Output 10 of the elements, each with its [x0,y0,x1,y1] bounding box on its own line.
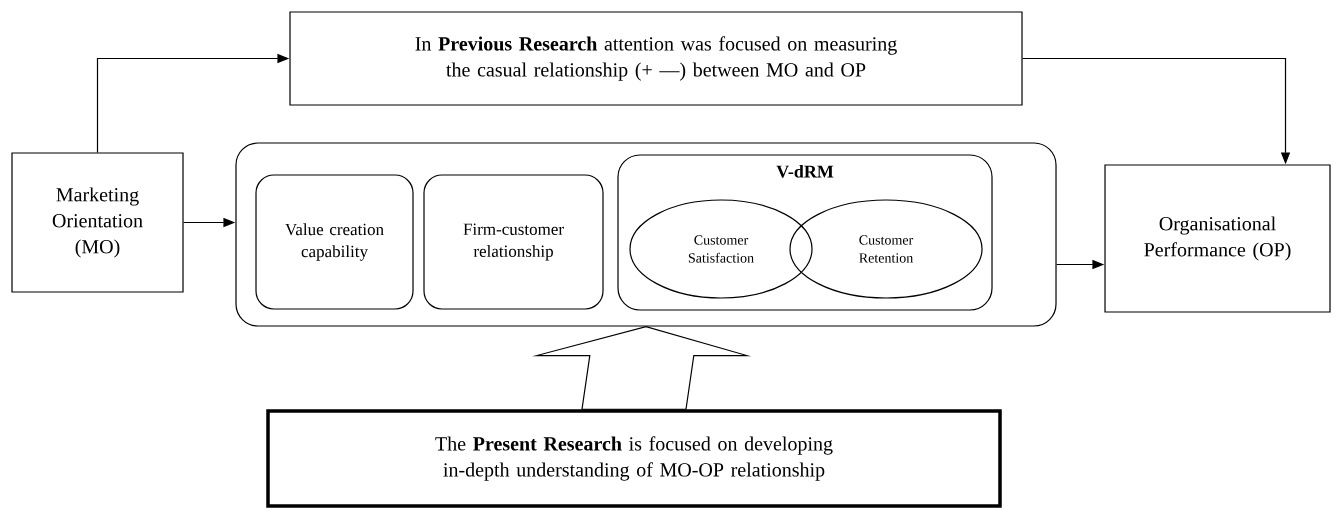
process-box: Organisational Performance (OP) [1104,164,1331,313]
ellipse-node: Customer Satisfaction [629,199,813,299]
process-box: Firm-customer relationship [423,174,604,310]
process-box: Marketing Orientation (MO) [11,152,184,293]
ellipse-node: Customer Retention [789,199,983,299]
block-arrow [532,325,752,410]
process-box: In Previous Research attention was focused on measuring the casual relationship (+ —) between MO and OP [289,11,1023,106]
process-box: Value creation capability [255,174,414,310]
group-box [235,142,1057,327]
process-box: The Present Research is focused on developing in-depth understanding of MO-OP relationship [266,409,1002,508]
